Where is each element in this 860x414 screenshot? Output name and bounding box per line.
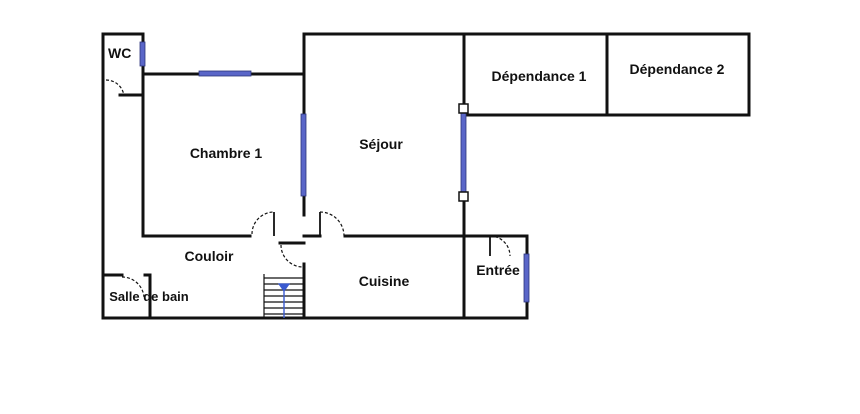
stair-arrow-icon	[277, 283, 291, 293]
room-label-entree: Entrée	[476, 262, 520, 278]
chambre-sejour-window	[300, 113, 307, 197]
room-label-cuisine: Cuisine	[359, 273, 410, 289]
entree-window	[523, 253, 530, 303]
sdb-door-swing	[121, 276, 145, 298]
chambre-window	[198, 70, 252, 77]
cuisine-door-swing	[280, 244, 304, 268]
room-label-couloir: Couloir	[185, 248, 235, 264]
room-label-dependance-1: Dépendance 1	[492, 68, 587, 84]
entree-door-swing	[489, 235, 511, 257]
door-leaves	[273, 212, 491, 256]
sejour-door-swing	[319, 211, 345, 237]
room-labels: WC Chambre 1 Séjour Dépendance 1 Dépenda…	[108, 45, 725, 304]
walls	[101, 32, 751, 320]
room-label-sejour: Séjour	[359, 136, 403, 152]
wc-door-swing	[105, 79, 125, 97]
stairs	[263, 274, 304, 318]
room-label-chambre-1: Chambre 1	[190, 145, 263, 161]
room-label-dependance-2: Dépendance 2	[630, 61, 725, 77]
chambre-door-swing	[251, 211, 275, 235]
room-label-wc: WC	[108, 45, 131, 61]
window-frames	[458, 103, 469, 202]
wc-window	[139, 41, 146, 67]
doors	[105, 79, 511, 298]
windows	[139, 41, 530, 303]
room-label-salle-de-bain: Salle de bain	[109, 289, 189, 304]
sejour-window	[460, 111, 467, 195]
